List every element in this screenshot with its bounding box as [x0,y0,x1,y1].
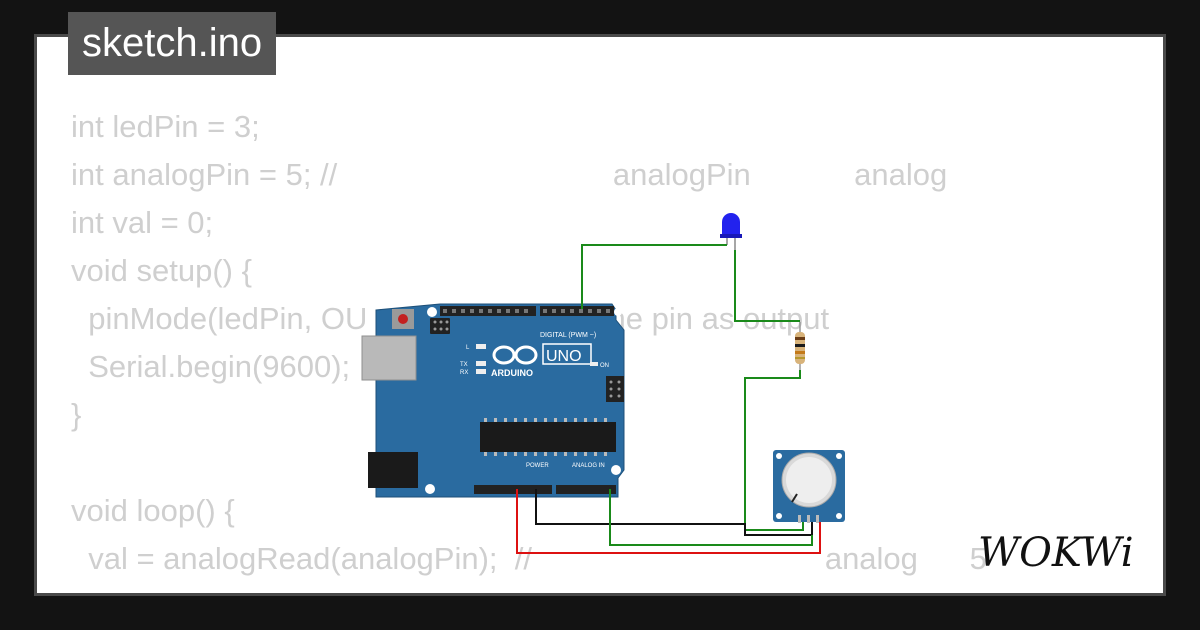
wire-5v [516,489,821,554]
resistor[interactable] [795,322,805,370]
svg-text:WOKWi: WOKWi [978,530,1134,576]
power-header [474,485,552,494]
atmega-chip [480,422,616,452]
code-line: } [71,397,82,432]
code-line: void setup() { [71,253,252,288]
on-label: ON [600,363,609,369]
usb-port [361,335,417,381]
power-label: POWER [526,463,549,469]
code-line: Serial.print("val = "); [71,587,362,593]
code-line: val = analogRead(analogPin); // analog 5 [71,541,987,576]
analog-header [556,485,616,494]
code-line: void loop() { [71,493,235,528]
blue-led[interactable] [720,213,742,250]
code-line: int analogPin = 5; // analogPin analog [71,157,948,192]
analog-label: ANALOG IN [572,463,605,469]
potentiometer[interactable] [773,450,845,523]
code-line: int ledPin = 3; [71,109,260,144]
wires [516,244,821,554]
code-line: Serial.begin(9600); [71,349,351,384]
wire-resistor-pot [744,370,804,531]
digital-header-right [540,306,614,316]
rx-label: RX [460,370,468,376]
code-line: int val = 0; [71,205,214,240]
wire-gnd [535,489,813,536]
wokwi-logo: WOKWi [978,530,1134,576]
wire-led-resistor [734,250,800,322]
wire-a5 [609,489,813,546]
arduino-brand: ARDUINO [491,368,533,378]
uno-label: UNO [546,348,582,365]
file-title-tab[interactable]: sketch.ino [68,12,277,75]
arduino-logo [492,345,538,365]
arduino-uno-board[interactable]: DIGITAL (PWM ~) L TX RX ARDUINO UNO ON P… [361,303,625,498]
l-led-label: L [466,345,470,351]
code-editor: int ledPin = 3; int analogPin = 5; // an… [71,37,987,593]
wire-pin3-led [581,244,727,309]
power-jack [368,452,418,488]
tx-label: TX [460,362,468,368]
digital-label: DIGITAL (PWM ~) [540,332,596,339]
